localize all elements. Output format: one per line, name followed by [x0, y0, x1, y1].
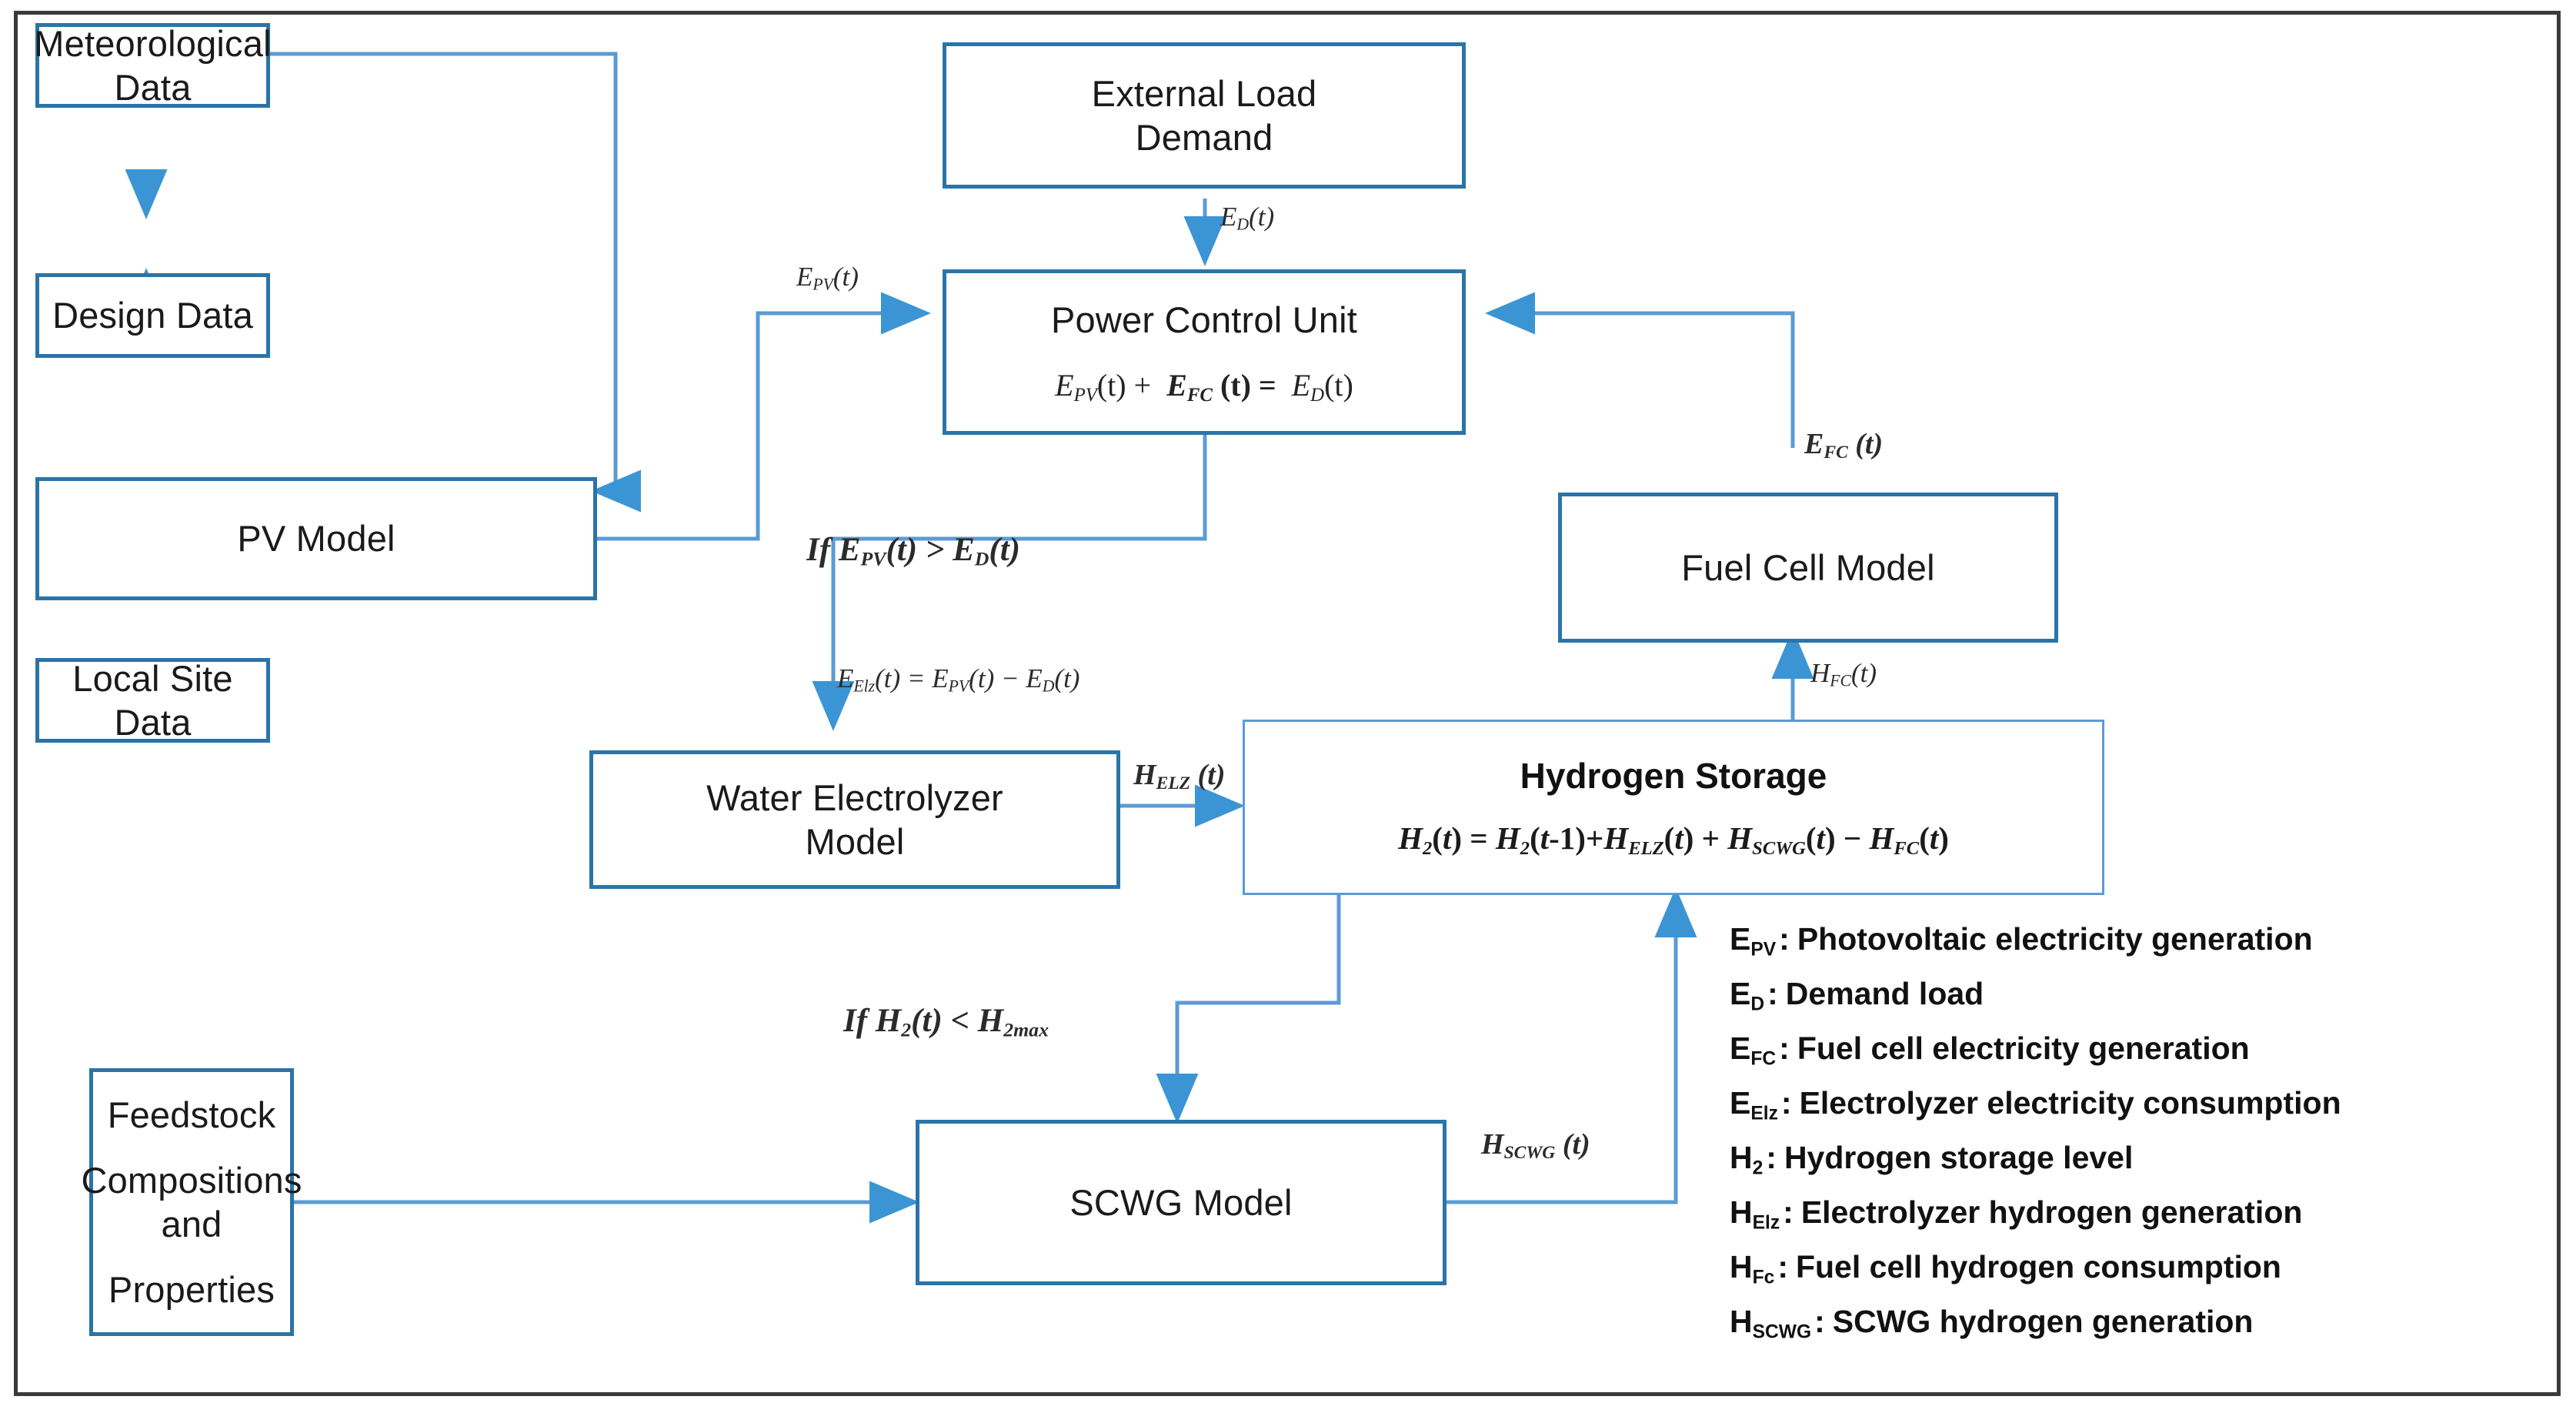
node-feedstock-compositions-and-properties[interactable]: Feedstock Compositions and Properties: [81, 1068, 302, 1336]
node-label-line2: Demand: [1135, 117, 1273, 158]
legend-text: Fuel cell hydrogen consumption: [1795, 1248, 2281, 1284]
legend-symbol: HSCWG: [1730, 1303, 1812, 1343]
edge-label-eelz: EElz(t) = EPV(t) − ED(t): [837, 663, 1080, 696]
node-meteorological-data[interactable]: Meteorological Data: [34, 22, 272, 108]
legend-text: Electrolyzer electricity consumption: [1799, 1084, 2341, 1121]
node-label: SCWG Model: [1069, 1181, 1293, 1223]
edge-label-hscwg: HSCWG (t): [1481, 1128, 1590, 1164]
node-power-control-unit[interactable]: Power Control Unit EPV(t) + EFC (t) = ED…: [943, 269, 1466, 435]
edge-label-epv: EPV(t): [796, 262, 859, 294]
edge-label-condition-h2: If H2(t) < H2max: [843, 1003, 1049, 1041]
node-design-data[interactable]: Design Data: [35, 273, 270, 358]
node-label: Design Data: [52, 295, 253, 336]
node-label-line2: Compositions and: [81, 1159, 302, 1244]
legend-item: ED : Demand load: [1730, 975, 2545, 1015]
legend: EPV : Photovoltaic electricity generatio…: [1730, 924, 2545, 1361]
legend-item: EPV : Photovoltaic electricity generatio…: [1730, 924, 2545, 960]
legend-symbol: EElz: [1730, 1084, 1778, 1124]
legend-text: Hydrogen storage level: [1784, 1139, 2134, 1175]
legend-colon: :: [1766, 1139, 1777, 1175]
edge-label-condition-pv: If EPV(t) > ED(t): [806, 532, 1020, 570]
node-local-site-data[interactable]: Local Site Data: [35, 658, 270, 743]
legend-colon: :: [1814, 1303, 1825, 1339]
legend-symbol: HElz: [1730, 1194, 1780, 1234]
legend-colon: :: [1767, 975, 1778, 1011]
legend-item: HFc : Fuel cell hydrogen consumption: [1730, 1251, 2545, 1288]
node-external-load-demand[interactable]: External Load Demand: [943, 42, 1466, 189]
node-label: PV Model: [237, 518, 395, 560]
node-label-line3: Properties: [108, 1268, 275, 1310]
legend-symbol: HFc: [1730, 1248, 1775, 1288]
edge-label-hfc: HFC(t): [1810, 658, 1877, 690]
node-label-line2: Model: [805, 821, 905, 862]
node-label-line1: External Load: [1091, 72, 1317, 114]
hydrogen-storage-equation: H2(t) = H2(t-1)+HELZ(t) + HSCWG(t) − HFC…: [1398, 820, 1949, 859]
node-water-electrolyzer-model[interactable]: Water Electrolyzer Model: [589, 750, 1120, 889]
node-label: Local Site Data: [72, 657, 233, 743]
legend-text: Fuel cell electricity generation: [1797, 1030, 2250, 1066]
legend-text: Photovoltaic electricity generation: [1797, 921, 2313, 957]
legend-symbol: ED: [1730, 975, 1765, 1015]
legend-item: EElz : Electrolyzer electricity consumpt…: [1730, 1087, 2545, 1124]
node-fuel-cell-model[interactable]: Fuel Cell Model: [1558, 493, 2058, 643]
legend-item: H2 : Hydrogen storage level: [1730, 1139, 2545, 1179]
legend-symbol: EPV: [1730, 921, 1777, 960]
legend-text: SCWG hydrogen generation: [1832, 1303, 2254, 1339]
legend-symbol: EFC: [1730, 1030, 1777, 1070]
legend-item: HElz : Electrolyzer hydrogen generation: [1730, 1194, 2545, 1234]
node-pv-model[interactable]: PV Model: [35, 477, 597, 600]
node-label-line1: Water Electrolyzer: [706, 777, 1003, 818]
legend-item: HSCWG : SCWG hydrogen generation: [1730, 1303, 2545, 1343]
legend-text: Electrolyzer hydrogen generation: [1800, 1194, 2303, 1230]
node-label: Hydrogen Storage: [1520, 756, 1827, 797]
node-label: Fuel Cell Model: [1681, 546, 1935, 588]
legend-text: Demand load: [1785, 975, 1984, 1011]
legend-colon: :: [1777, 1248, 1788, 1284]
edge-label-helz: HELZ (t): [1133, 759, 1226, 794]
edge-label-efc: EFC (t): [1804, 428, 1884, 463]
legend-symbol: H2: [1730, 1139, 1763, 1179]
node-scwg-model[interactable]: SCWG Model: [916, 1120, 1446, 1285]
node-label-line1: Feedstock: [107, 1094, 276, 1136]
legend-colon: :: [1783, 1194, 1794, 1230]
legend-colon: :: [1780, 1084, 1792, 1121]
edge-label-ed: ED(t): [1220, 202, 1275, 234]
legend-item: EFC : Fuel cell electricity generation: [1730, 1030, 2545, 1070]
legend-colon: :: [1779, 921, 1790, 957]
node-label: Meteorological Data: [34, 22, 272, 108]
node-label: Power Control Unit: [1050, 299, 1358, 341]
node-hydrogen-storage[interactable]: Hydrogen Storage H2(t) = H2(t-1)+HELZ(t)…: [1243, 720, 2104, 895]
pcu-equation: EPV(t) + EFC (t) = ED(t): [1055, 367, 1353, 406]
legend-colon: :: [1779, 1030, 1790, 1066]
